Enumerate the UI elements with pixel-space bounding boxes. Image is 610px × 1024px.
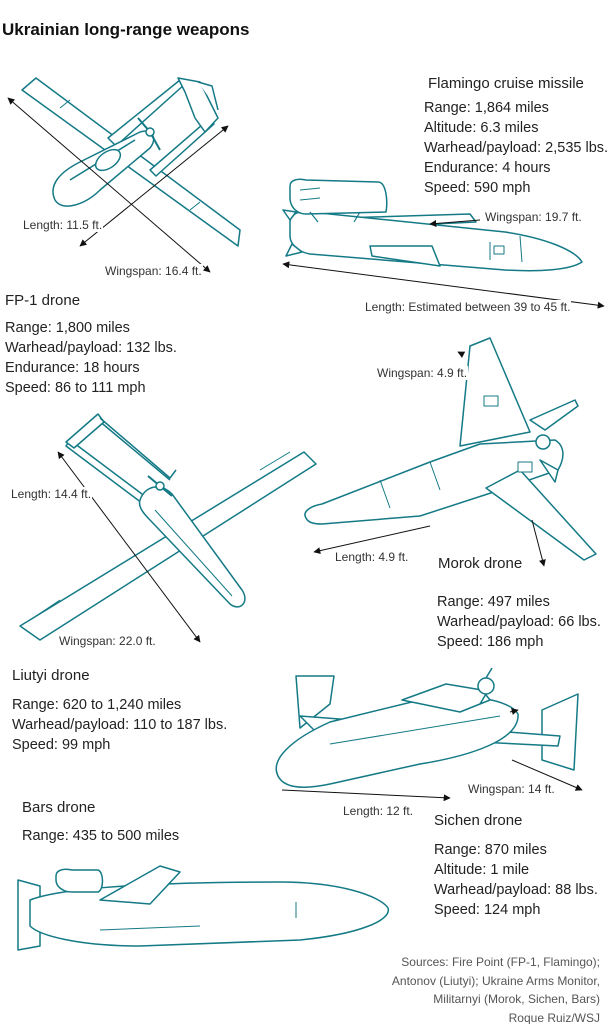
spec-line: Range: 1,864 miles: [424, 100, 549, 116]
liutyi-wingspan-label: Wingspan: 22.0 ft.: [58, 634, 157, 648]
fp1-specs: Range: 1,800 miles Warhead/payload: 132 …: [5, 318, 177, 398]
bars-name: Bars drone: [22, 799, 96, 816]
liutyi-drone-drawing: [19, 413, 317, 641]
liutyi-specs: Range: 620 to 1,240 miles Warhead/payloa…: [12, 695, 227, 755]
flamingo-name: Flamingo cruise missile: [428, 75, 584, 92]
fp1-name: FP-1 drone: [5, 292, 81, 309]
spec-line: Warhead/payload: 2,535 lbs.: [424, 140, 609, 156]
morok-name: Morok drone: [438, 555, 523, 572]
sichen-specs: Range: 870 miles Altitude: 1 mile Warhea…: [434, 840, 598, 920]
morok-dimension-arrows: [313, 351, 546, 567]
flamingo-missile-drawing: [282, 178, 583, 272]
morok-specs: Range: 497 miles Warhead/payload: 66 lbs…: [437, 592, 601, 652]
liutyi-name: Liutyi drone: [12, 667, 90, 684]
fp1-wingspan-label: Wingspan: 16.4 ft.: [104, 264, 203, 278]
spec-line: Warhead/payload: 132 lbs.: [5, 340, 177, 356]
bars-drone-drawing: [17, 865, 389, 951]
liutyi-length-label: Length: 14.4 ft.: [10, 487, 93, 501]
sichen-wingspan-label: Wingspan: 14 ft.: [467, 782, 556, 796]
spec-line: Warhead/payload: 66 lbs.: [437, 614, 601, 630]
spec-line: Altitude: 1 mile: [434, 862, 530, 878]
source-line: Militarnyi (Morok, Sichen, Bars): [433, 992, 600, 1006]
source-line: Sources: Fire Point (FP-1, Flamingo);: [401, 955, 600, 969]
bars-specs: Range: 435 to 500 miles: [22, 826, 179, 846]
sichen-name: Sichen drone: [434, 812, 523, 829]
sichen-length-label: Length: 12 ft.: [342, 804, 415, 818]
flamingo-length-label: Length: Estimated between 39 to 45 ft.: [364, 300, 572, 314]
spec-line: Endurance: 18 hours: [5, 360, 140, 376]
sichen-dimension-arrows: [281, 708, 583, 802]
spec-line: Endurance: 4 hours: [424, 160, 551, 176]
spec-line: Speed: 590 mph: [424, 180, 531, 196]
spec-line: Speed: 186 mph: [437, 634, 544, 650]
spec-line: Range: 870 miles: [434, 842, 547, 858]
flamingo-specs: Range: 1,864 miles Altitude: 6.3 miles W…: [424, 98, 608, 198]
spec-line: Range: 435 to 500 miles: [22, 828, 180, 844]
flamingo-wingspan-label: Wingspan: 19.7 ft.: [484, 210, 583, 224]
page-title: Ukrainian long-range weapons: [2, 20, 250, 39]
spec-line: Speed: 124 mph: [434, 902, 541, 918]
spec-line: Range: 1,800 miles: [5, 320, 130, 336]
spec-line: Speed: 99 mph: [12, 737, 111, 753]
spec-line: Range: 497 miles: [437, 594, 550, 610]
morok-drone-drawing: [304, 337, 597, 561]
spec-line: Speed: 86 to 111 mph: [5, 380, 146, 396]
morok-wingspan-label: Wingspan: 4.9 ft.: [376, 366, 469, 380]
spec-line: Warhead/payload: 110 to 187 lbs.: [12, 717, 228, 733]
source-line: Antonov (Liutyi); Ukraine Arms Monitor,: [391, 973, 600, 988]
sources-credit: Sources: Fire Point (FP-1, Flamingo); An…: [392, 953, 600, 1024]
source-line: Roque Ruiz/WSJ: [508, 1010, 600, 1024]
flamingo-dimension-arrows: [282, 219, 605, 309]
liutyi-dimension-arrows: [57, 451, 201, 643]
fp1-length-label: Length: 11.5 ft.: [22, 218, 104, 232]
spec-line: Range: 620 to 1,240 miles: [12, 697, 182, 713]
morok-length-label: Length: 4.9 ft.: [334, 550, 410, 564]
sichen-drone-drawing: [275, 667, 579, 789]
spec-line: Warhead/payload: 88 lbs.: [434, 882, 598, 898]
spec-line: Altitude: 6.3 miles: [424, 120, 539, 136]
fp1-dimension-arrows: [7, 97, 229, 273]
